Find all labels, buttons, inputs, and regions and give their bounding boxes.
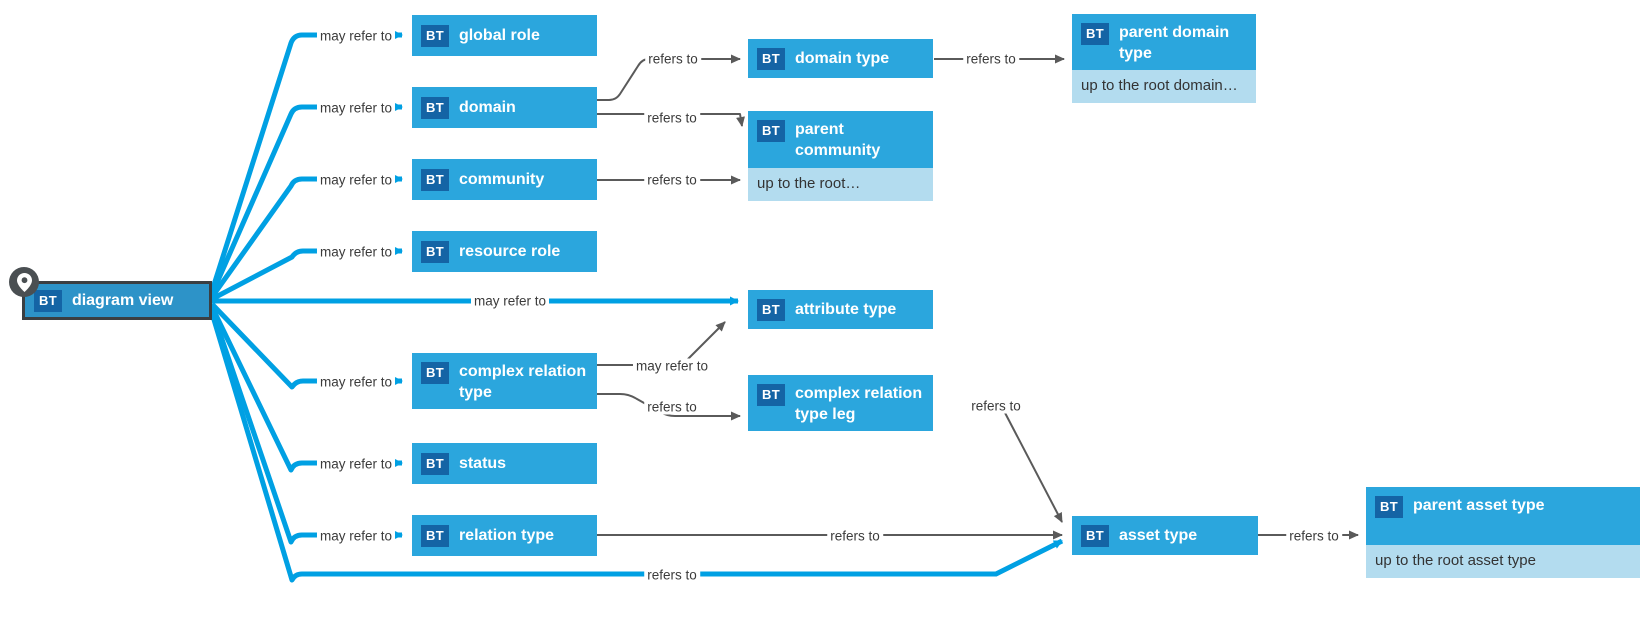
- node-title: global role: [458, 27, 540, 44]
- node-title: complex relation type leg: [794, 385, 923, 423]
- edge-diagramview-relationtype: [209, 309, 403, 545]
- bt-badge-icon: BT: [757, 47, 785, 70]
- node-head: BT relation type: [412, 515, 597, 556]
- edge-label-domain-parentcommunity: refers to: [644, 110, 700, 126]
- node-diagram-view[interactable]: BT diagram view: [22, 281, 212, 320]
- edge-label-diagramview-attributetype: may refer to: [470, 293, 550, 309]
- edge-label-diagramview-status: may refer to: [316, 456, 396, 472]
- node-head: BT parent domain type: [1072, 14, 1256, 70]
- node-footer: up to the root…: [748, 168, 933, 201]
- node-title: domain: [458, 99, 516, 116]
- edge-label-diagramview-globalrole: may refer to: [316, 28, 396, 44]
- node-parent-domain-type[interactable]: BT parent domain type up to the root dom…: [1072, 14, 1256, 103]
- node-head: BT domain: [412, 87, 597, 128]
- node-footer: up to the root domain…: [1072, 70, 1256, 103]
- node-title: resource role: [458, 243, 561, 260]
- node-head: BT parent asset type: [1366, 487, 1640, 545]
- node-title: diagram view: [71, 292, 174, 309]
- node-head: BT complex relation type leg: [748, 375, 933, 431]
- edge-label-diagramview-complexrelationtype: may refer to: [316, 374, 396, 390]
- edge-label-assettype-parentassettype: refers to: [1286, 528, 1342, 544]
- node-title: domain type: [794, 50, 890, 67]
- bt-badge-icon: BT: [1081, 23, 1109, 45]
- node-asset-type[interactable]: BT asset type: [1072, 516, 1258, 555]
- node-attribute-type[interactable]: BT attribute type: [748, 290, 933, 329]
- node-head: BT community: [412, 159, 597, 200]
- bt-badge-icon: BT: [421, 524, 449, 547]
- node-head: BT asset type: [1072, 516, 1258, 555]
- edge-label-diagramview-relationtype: may refer to: [316, 528, 396, 544]
- node-status[interactable]: BT status: [412, 443, 597, 484]
- edge-diagramview-domain: [209, 102, 403, 296]
- highlight-edge-group: [209, 30, 1064, 583]
- node-head: BT resource role: [412, 231, 597, 272]
- node-complex-relation-type-leg[interactable]: BT complex relation type leg: [748, 375, 933, 431]
- node-title: community: [458, 171, 545, 188]
- node-head: BT parent community: [748, 111, 933, 168]
- edge-label-domaintype-parentdomaintype: refers to: [963, 51, 1019, 67]
- bt-badge-icon: BT: [421, 24, 449, 47]
- edge-diagramview-community: [209, 174, 403, 299]
- node-title: complex relation type: [458, 363, 587, 401]
- edge-crtleg-assettype: [1002, 408, 1063, 523]
- node-head: BT global role: [412, 15, 597, 56]
- node-head: BT attribute type: [748, 290, 933, 329]
- edge-label-diagramview-resourcerole: may refer to: [316, 244, 396, 260]
- bt-badge-icon: BT: [421, 96, 449, 119]
- bt-badge-icon: BT: [34, 289, 62, 312]
- default-edge-group: [597, 54, 1359, 540]
- node-domain[interactable]: BT domain: [412, 87, 597, 128]
- edge-label-community-parentcommunity: refers to: [644, 172, 700, 188]
- bt-badge-icon: BT: [757, 120, 785, 142]
- bt-badge-icon: BT: [421, 168, 449, 191]
- node-head: BT diagram view: [25, 284, 209, 317]
- node-title: relation type: [458, 527, 555, 544]
- edge-label-crt-attributetype: may refer to: [632, 358, 712, 374]
- bt-badge-icon: BT: [421, 240, 449, 263]
- edge-label-crtleg-assettype: refers to: [968, 398, 1024, 414]
- location-pin-icon: [9, 267, 39, 297]
- node-domain-type[interactable]: BT domain type: [748, 39, 933, 78]
- node-title: asset type: [1118, 527, 1198, 544]
- node-complex-relation-type[interactable]: BT complex relation type: [412, 353, 597, 409]
- bt-badge-icon: BT: [421, 362, 449, 384]
- node-community[interactable]: BT community: [412, 159, 597, 200]
- bt-badge-icon: BT: [1375, 496, 1403, 518]
- bt-badge-icon: BT: [757, 298, 785, 321]
- edge-label-crt-crtleg: refers to: [644, 399, 700, 415]
- node-global-role[interactable]: BT global role: [412, 15, 597, 56]
- node-head: BT complex relation type: [412, 353, 597, 409]
- node-title: status: [458, 455, 507, 472]
- node-title: attribute type: [794, 301, 897, 318]
- node-head: BT domain type: [748, 39, 933, 78]
- node-relation-type[interactable]: BT relation type: [412, 515, 597, 556]
- bt-badge-icon: BT: [1081, 524, 1109, 547]
- bt-badge-icon: BT: [757, 384, 785, 406]
- edge-label-diagramview-community: may refer to: [316, 172, 396, 188]
- node-resource-role[interactable]: BT resource role: [412, 231, 597, 272]
- node-parent-community[interactable]: BT parent community up to the root…: [748, 111, 933, 201]
- edge-label-domain-domaintype: refers to: [645, 51, 701, 67]
- edge-label-relationtype-assettype: refers to: [827, 528, 883, 544]
- node-parent-asset-type[interactable]: BT parent asset type up to the root asse…: [1366, 487, 1640, 578]
- node-title: parent asset type: [1412, 497, 1545, 514]
- node-title: parent community: [794, 121, 881, 159]
- node-title: parent domain type: [1118, 24, 1230, 62]
- edge-label-diagramview-assettype: refers to: [644, 567, 700, 583]
- node-footer: up to the root asset type: [1366, 545, 1640, 578]
- bt-badge-icon: BT: [421, 452, 449, 475]
- edge-label-diagramview-domain: may refer to: [316, 100, 396, 116]
- node-head: BT status: [412, 443, 597, 484]
